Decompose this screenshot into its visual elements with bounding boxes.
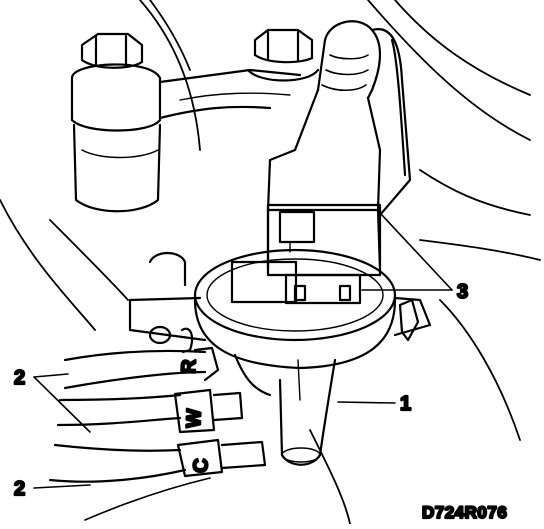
terminal-letter-w: W (183, 408, 206, 428)
callout-1: 1 (400, 393, 411, 415)
leader-lines (33, 212, 453, 489)
wire-terminals (48, 346, 267, 521)
mounting-bolt-right (246, 28, 320, 82)
sensor-flange (128, 248, 432, 370)
wiring-harness (293, 20, 412, 217)
terminal-letter-c: C (190, 458, 212, 473)
drawing-code: D724R076 (422, 503, 507, 522)
terminal-letter-r: R (178, 358, 201, 374)
sensor-body (233, 353, 337, 466)
mounting-bolt-left (70, 32, 162, 213)
callout-3: 3 (457, 281, 468, 303)
leader-2a-top (33, 373, 69, 378)
leader-2a-bottom (33, 376, 91, 433)
callout-2-lower: 2 (14, 478, 25, 500)
callout-2-upper: 2 (14, 367, 25, 389)
leader-1 (337, 401, 396, 404)
leader-3-upper (379, 212, 453, 291)
connector-housing (266, 148, 382, 305)
leader-2b (33, 484, 91, 489)
bracket-arm (158, 68, 302, 120)
